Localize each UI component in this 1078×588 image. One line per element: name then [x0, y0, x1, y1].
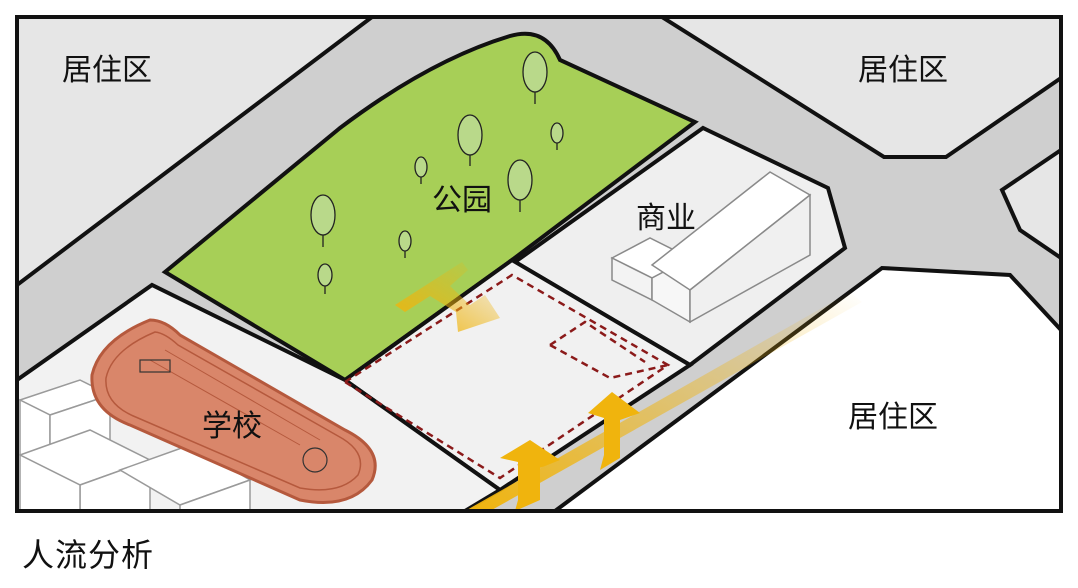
flow-arrow-up-right [588, 392, 640, 470]
residential-block-top-left [17, 17, 376, 288]
flow-arrow-up-left [500, 440, 560, 511]
flow-arrow-main-street [465, 292, 862, 511]
label-residential-top-left: 居住区 [62, 53, 152, 88]
map-caption: 人流分析 [22, 536, 155, 574]
running-track [90, 318, 377, 504]
pedestrian-flow-arrows [395, 262, 862, 511]
label-park: 公园 [432, 183, 492, 218]
school-buildings [18, 379, 252, 511]
label-residential-top-right: 居住区 [858, 53, 948, 88]
residential-block-top-right [658, 17, 1061, 159]
flow-arrow-from-park [395, 262, 500, 332]
label-school: 学校 [202, 409, 262, 444]
park-block [161, 31, 699, 383]
residential-block-far-right [999, 147, 1061, 261]
label-residential-bottom-right: 居住区 [848, 400, 938, 435]
map-border [15, 15, 1063, 513]
park-trees [310, 51, 564, 294]
commercial-building [610, 171, 812, 324]
label-commercial: 商业 [636, 201, 696, 236]
